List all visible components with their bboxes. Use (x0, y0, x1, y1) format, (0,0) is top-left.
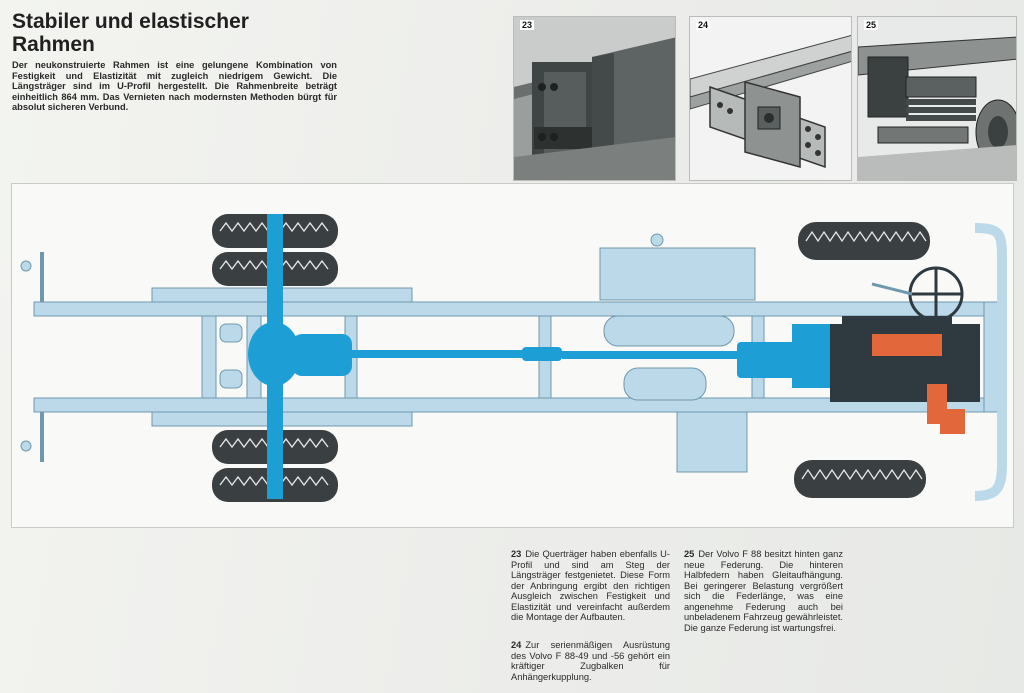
engine (830, 316, 980, 402)
photo-number: 25 (864, 20, 879, 30)
caption-number: 24 (511, 640, 522, 650)
photo-number: 24 (696, 20, 711, 30)
photo-23-image (514, 17, 675, 180)
gearbox (737, 324, 832, 388)
tanks (599, 247, 756, 473)
caption-text: Die Querträger haben ebenfalls U-Profil … (511, 549, 670, 622)
caption-number: 23 (511, 549, 522, 559)
photo-24-image (690, 17, 851, 180)
caption-number: 25 (684, 549, 695, 559)
front-bumper (974, 223, 1007, 501)
caption-text: Zur serienmäßigen Ausrüstung des Volvo F… (511, 640, 670, 682)
rear-axle (248, 214, 352, 499)
chassis-diagram (11, 183, 1014, 528)
photo-23: 23 (513, 16, 676, 181)
drive-shaft (352, 347, 742, 361)
photo-25: 25 (857, 16, 1017, 181)
steering-wheel (908, 266, 964, 322)
page-title-line-2: Rahmen (12, 33, 95, 56)
front-wheels (794, 222, 930, 498)
engine-accent (872, 334, 965, 434)
caption-text: Der Volvo F 88 besitzt hinten ganz neue … (684, 549, 843, 633)
page-title: Stabiler und elastischer Rahmen (12, 10, 342, 56)
page-title-line-1: Stabiler und elastischer (12, 10, 249, 33)
chassis-illustration (20, 214, 1007, 502)
intro-paragraph: Der neukonstruierte Rahmen ist eine gelu… (12, 60, 337, 113)
photo-number: 23 (520, 20, 535, 30)
photo-25-image (858, 17, 1016, 180)
photo-24: 24 (689, 16, 852, 181)
